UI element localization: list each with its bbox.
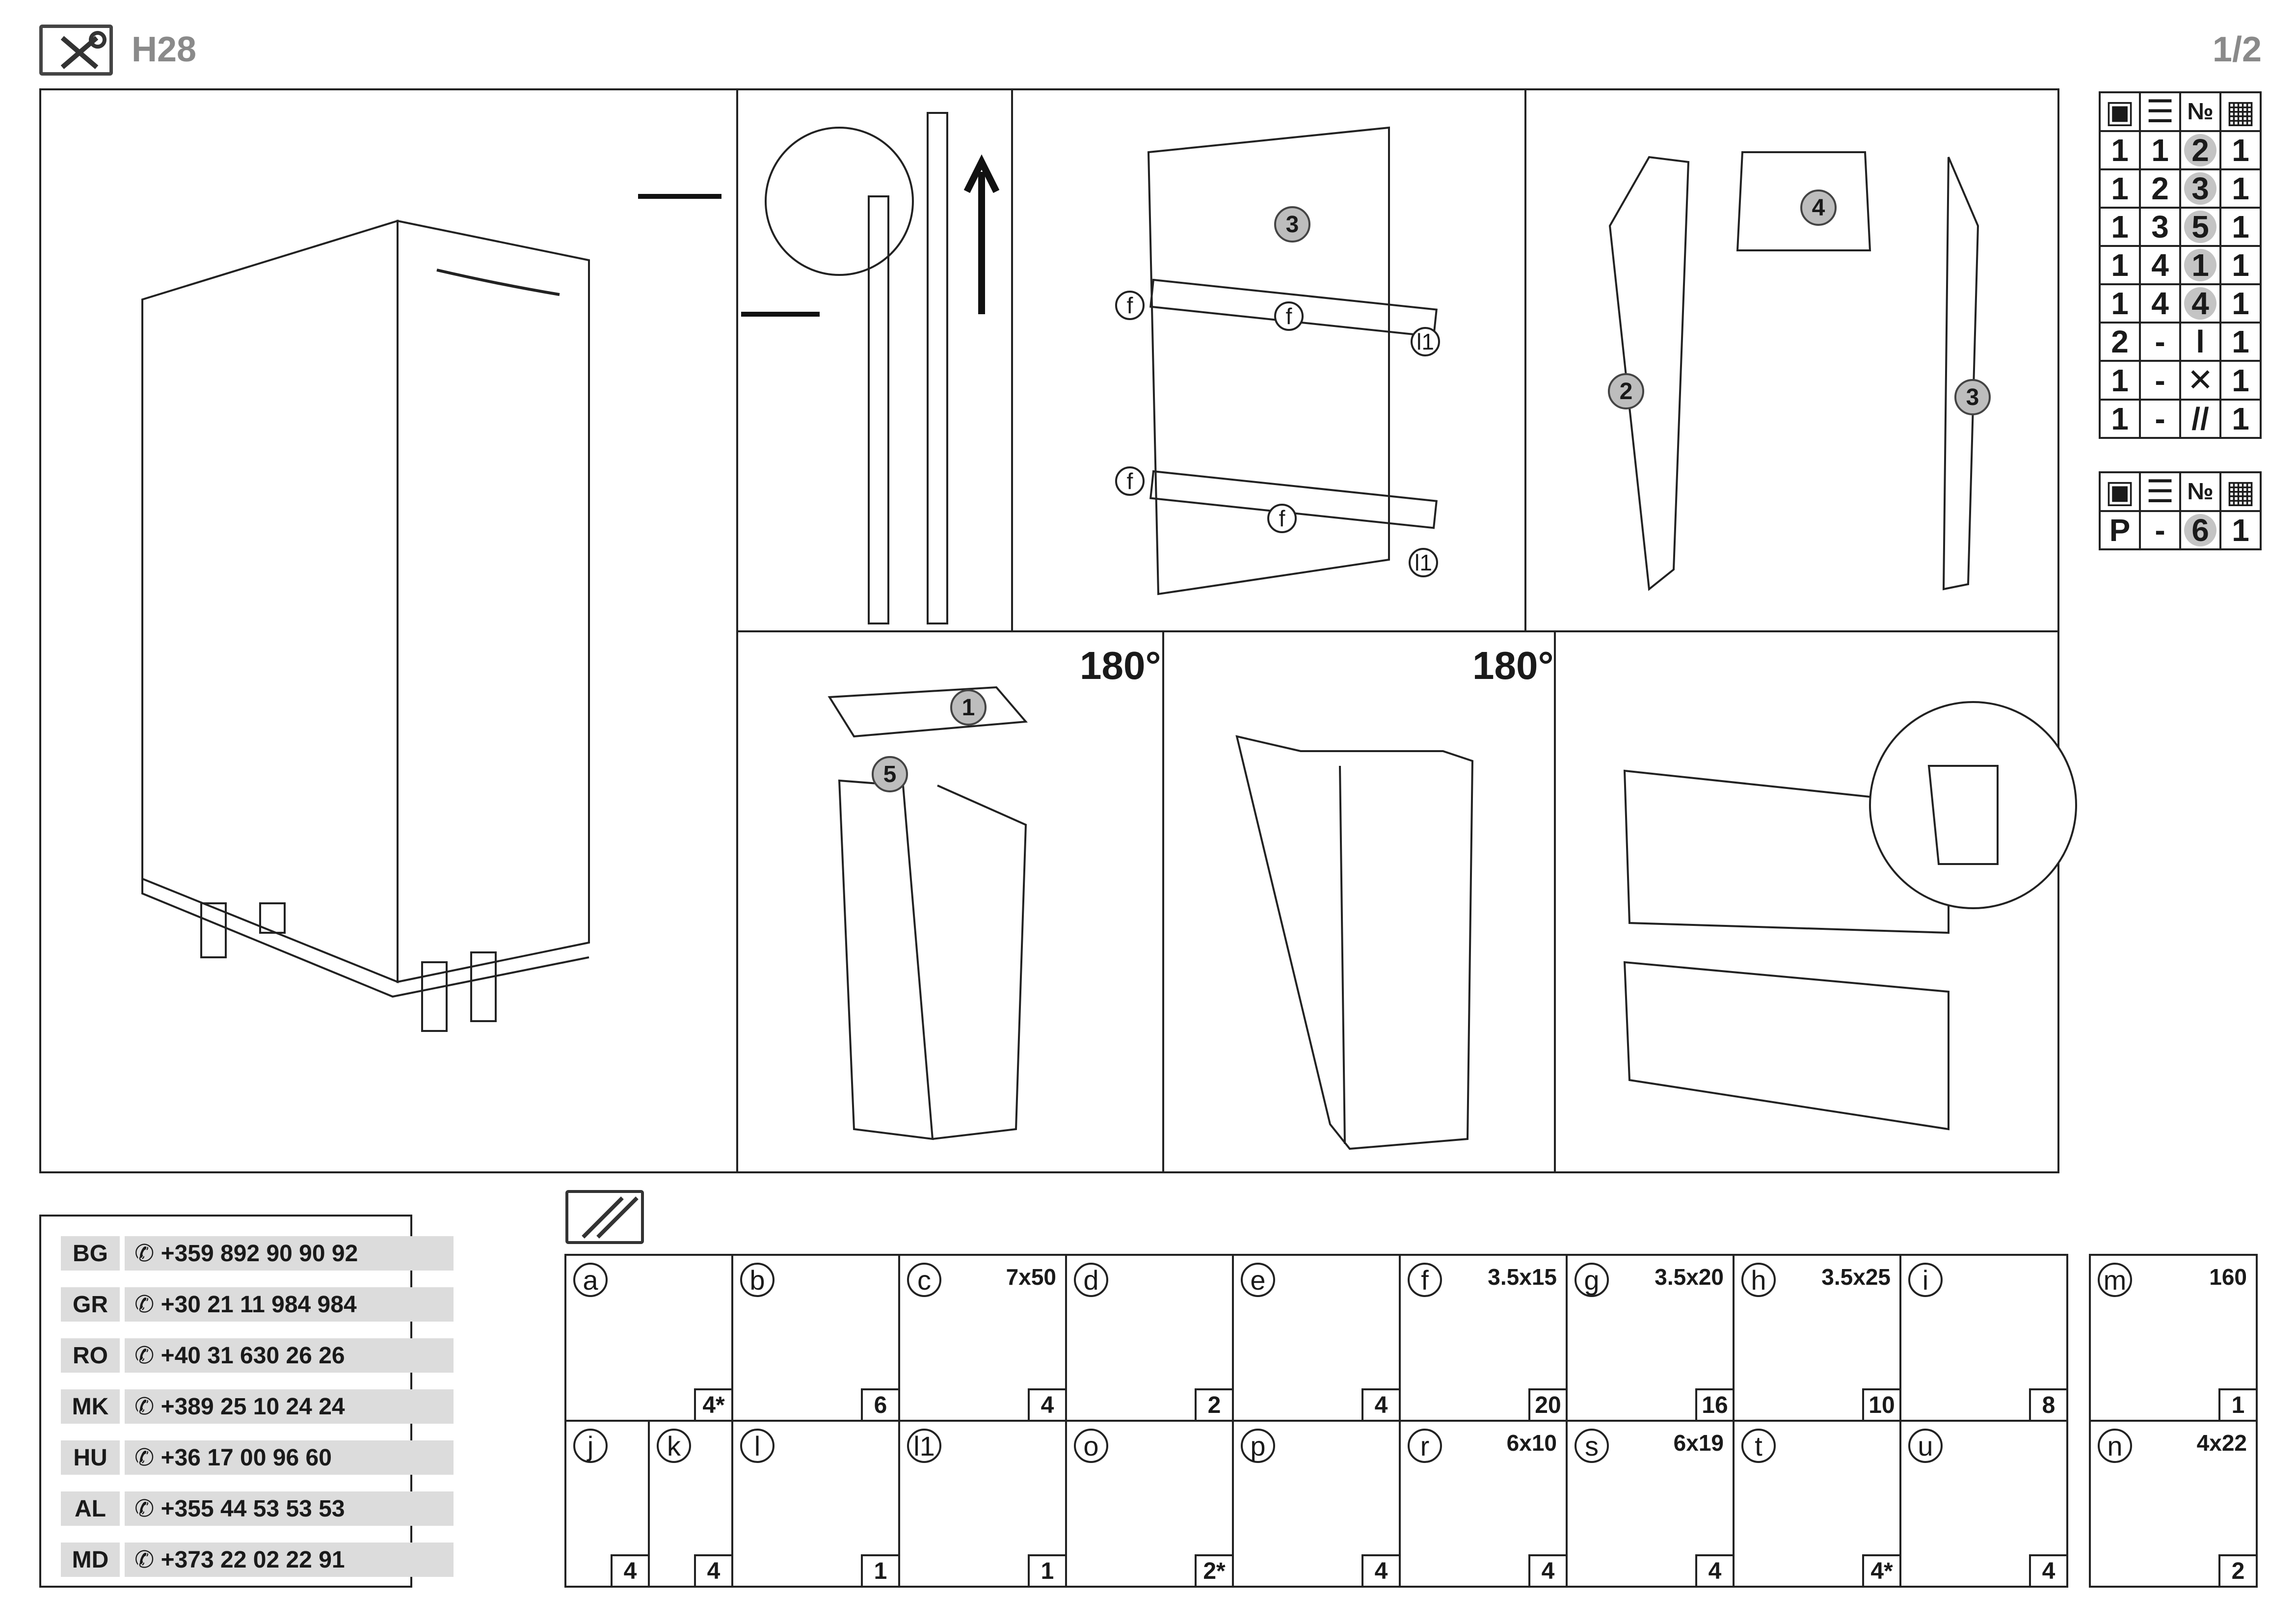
label-f: f (1115, 291, 1145, 320)
label-f: f (1274, 301, 1304, 331)
basket-illustration (1623, 701, 2077, 1131)
label-f: f (1115, 466, 1145, 496)
divider (1554, 630, 1556, 1173)
phone-icon: ✆ (134, 1292, 161, 1318)
tools-icon: ✕ (2179, 360, 2221, 401)
drawer-rails-illustration (1147, 126, 1438, 595)
grid-icon: ▦ (2219, 91, 2262, 132)
phone-number: ✆ +389 25 10 24 24 (125, 1389, 454, 1424)
box-icon: ▣ (2099, 471, 2141, 512)
phone-icon: ✆ (134, 1241, 161, 1267)
screws-icon: // (2179, 399, 2221, 439)
label-f: f (1267, 504, 1297, 533)
carcass-assembly-illustration (828, 686, 1028, 1140)
stack-icon: ☰ (2139, 471, 2181, 512)
part-2-marker: 2 (1608, 373, 1644, 409)
rotation-label: 180° (1472, 644, 1554, 687)
part-3-marker: 3 (1954, 379, 1991, 415)
number-header: № (2179, 91, 2221, 132)
label-l1: l1 (1411, 327, 1440, 356)
model-code: H28 (132, 30, 197, 69)
phone-icon: ✆ (134, 1343, 161, 1369)
divider (1011, 88, 1013, 630)
phone-icon: ✆ (134, 1394, 161, 1420)
cabinet-illustration (141, 219, 590, 1032)
rotation-label: 180° (1080, 644, 1161, 687)
phone-number: ✆ +36 17 00 96 60 (125, 1440, 454, 1475)
tools-icon (39, 25, 113, 76)
phone-icon: ✆ (134, 1445, 161, 1471)
box-icon: ▣ (2099, 91, 2141, 132)
rail-detail-illustration (638, 112, 1000, 624)
part-1-marker: 1 (950, 689, 987, 726)
stack-icon: ☰ (2139, 91, 2181, 132)
grid-icon: ▦ (2219, 471, 2262, 512)
part-4-marker: 4 (1800, 189, 1837, 226)
phone-icon: ✆ (134, 1547, 161, 1573)
phone-number: ✆ +373 22 02 22 91 (125, 1543, 454, 1577)
page-number: 1/2 (2212, 30, 2262, 69)
divider (1162, 630, 1164, 1173)
phone-number: ✆ +359 892 90 90 92 (125, 1236, 454, 1271)
phone-icon: ✆ (134, 1496, 161, 1522)
hardware-icon (565, 1190, 644, 1244)
part-3-marker: 3 (1274, 206, 1310, 243)
phone-list: BG✆ +359 892 90 90 92 GR✆ +30 21 11 984 … (39, 1215, 454, 1588)
part-5-marker: 5 (872, 756, 908, 792)
side-panels-illustration (1608, 151, 1979, 591)
divider (1524, 88, 1526, 630)
phone-number: ✆ +40 31 630 26 26 (125, 1338, 454, 1373)
number-header: № (2179, 471, 2221, 512)
divider (736, 630, 2059, 632)
carcass-rotated-illustration (1235, 735, 1474, 1150)
label-l1: l1 (1409, 548, 1438, 577)
phone-number: ✆ +30 21 11 984 984 (125, 1287, 454, 1322)
phone-number: ✆ +355 44 53 53 53 (125, 1491, 454, 1526)
